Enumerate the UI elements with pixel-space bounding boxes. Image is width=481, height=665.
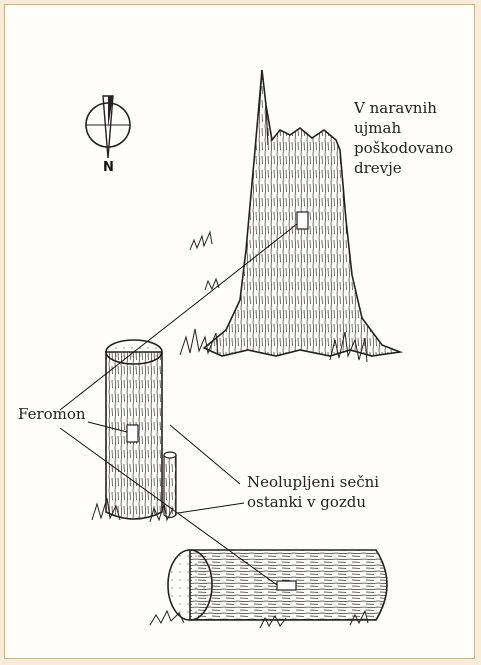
north-label: N [103, 158, 114, 178]
compass-icon [86, 96, 130, 158]
standing-log-drawing [92, 340, 176, 522]
lying-log-drawing [150, 550, 387, 628]
damaged-trees-label: V naravnih ujmah poškodovano drevje [354, 98, 453, 178]
pheromone-label: Feromon [18, 404, 86, 424]
logging-residues-label: Neolupljeni sečni ostanki v gozdu [247, 472, 379, 512]
pheromone-trap-2 [127, 425, 138, 442]
pheromone-trap-1 [297, 212, 308, 229]
pheromone-trap-3 [277, 581, 296, 590]
